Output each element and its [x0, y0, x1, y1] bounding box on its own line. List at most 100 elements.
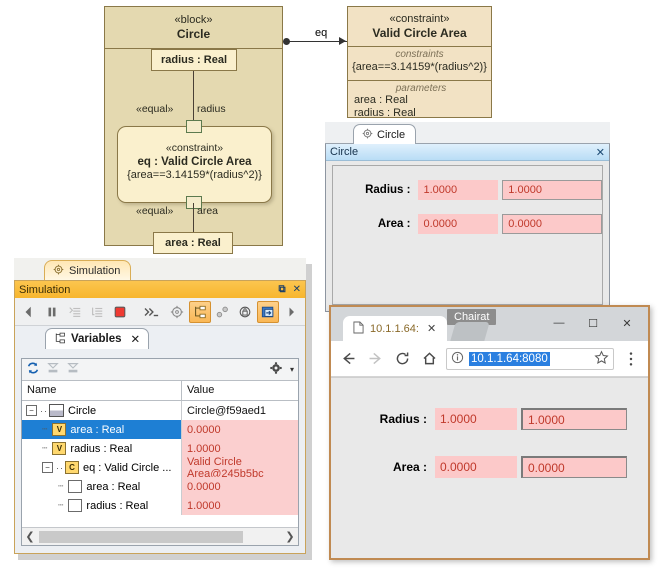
expand-all-icon[interactable] — [66, 361, 80, 378]
menu-icon[interactable] — [621, 349, 641, 369]
variable-value-cell[interactable]: Circle@f59aed1 — [187, 404, 267, 417]
options-dropdown-icon[interactable]: ▾ — [289, 365, 294, 374]
home-icon[interactable] — [419, 349, 439, 369]
column-header-name: Name — [22, 381, 182, 400]
connector-area-line — [193, 203, 194, 232]
page-area-input[interactable]: 0.0000 — [521, 456, 627, 478]
collapse-all-icon[interactable] — [46, 361, 60, 378]
circle-panel-window: Circle Circle ✕ Radius : 1.0000 1.0000 A… — [325, 122, 610, 312]
scroll-left-icon[interactable]: ❮ — [25, 531, 35, 543]
user-badge[interactable]: Chairat — [447, 309, 497, 325]
variable-value-cell[interactable]: 1.0000 — [182, 439, 298, 458]
step-back-icon[interactable] — [18, 301, 40, 323]
circle-panel-body: Circle ✕ Radius : 1.0000 1.0000 Area : 0… — [325, 144, 610, 312]
address-bar[interactable]: 10.1.1.64:8080 — [446, 347, 614, 370]
table-row[interactable]: −·· Circle Circle@f59aed1 — [22, 401, 298, 420]
trace-icon[interactable] — [212, 301, 234, 323]
parameter-radius: radius : Real — [354, 106, 416, 119]
radius-input[interactable]: 1.0000 — [502, 180, 602, 200]
step-into-icon[interactable] — [64, 301, 86, 323]
forward-icon — [365, 349, 385, 369]
close-icon[interactable]: ✕ — [595, 146, 605, 159]
pause-icon[interactable] — [41, 301, 63, 323]
sysml-diagram: «block» Circle radius : Real «equal» rad… — [104, 6, 492, 254]
parameter-area: area : Real — [354, 94, 408, 106]
tree-connector: ·· — [40, 405, 48, 416]
stop-icon[interactable] — [109, 301, 131, 323]
site-info-icon[interactable] — [451, 351, 464, 367]
variable-name: area : Real — [86, 480, 141, 493]
step-over-icon[interactable] — [87, 301, 109, 323]
expander-icon[interactable]: − — [26, 405, 37, 416]
variable-value-cell[interactable]: 1.0000 — [182, 496, 298, 515]
maximize-icon[interactable]: ☐ — [588, 317, 598, 330]
maximize-icon[interactable]: ⧉ — [278, 284, 286, 295]
connector-eq-label: eq — [315, 27, 328, 39]
refresh-icon[interactable] — [26, 361, 40, 378]
area-input[interactable]: 0.0000 — [502, 214, 602, 234]
close-icon[interactable]: ✕ — [622, 317, 632, 330]
show-structure-icon[interactable] — [188, 300, 211, 323]
tab-circle[interactable]: Circle — [353, 124, 417, 145]
tree-connector: ┄ — [42, 443, 49, 453]
value-property-icon: V — [52, 423, 67, 436]
connector-eq-arrow — [339, 37, 346, 45]
horizontal-scrollbar[interactable]: ❮ ❯ — [22, 527, 298, 545]
variable-value-cell[interactable]: 0.0000 — [182, 477, 298, 496]
page-area-label: Area : — [392, 460, 427, 474]
variable-value-cell[interactable]: 0.0000 — [182, 420, 298, 439]
new-tab-placeholder[interactable] — [450, 322, 490, 341]
port-radius-in[interactable] — [186, 120, 202, 133]
variables-table-header: Name Value — [22, 381, 298, 401]
port-area-out[interactable] — [186, 196, 202, 209]
edge-area-label: area — [197, 205, 219, 217]
tab-close-icon[interactable]: ✕ — [426, 323, 437, 335]
constraints-compartment: constraints {area==3.14159*(radius^2)} — [348, 47, 491, 81]
parameters-compartment: parameters area : Real radius : Real — [348, 81, 491, 119]
browser-titlebar: Chairat — ☐ ✕ 10.1.1.64: ✕ — [331, 307, 648, 341]
back-icon[interactable] — [338, 349, 358, 369]
inner-constraint-stereotype: «constraint» — [165, 142, 224, 154]
variable-name: radius : Real — [70, 442, 133, 455]
browser-tab[interactable]: 10.1.1.64: ✕ — [343, 316, 447, 341]
property-radius[interactable]: radius : Real — [151, 49, 237, 71]
minimize-icon[interactable]: — — [553, 317, 565, 329]
browser-page-content: Radius : 1.0000 1.0000 Area : 0.0000 0.0… — [331, 377, 648, 558]
scroll-right-icon[interactable]: ❯ — [285, 531, 295, 543]
url-text[interactable]: 10.1.1.64:8080 — [469, 351, 550, 366]
variable-name-cell: ┄radius : Real — [22, 496, 182, 515]
block-circle[interactable]: «block» Circle radius : Real «equal» rad… — [104, 6, 283, 254]
variable-value-cell[interactable]: Valid Circle Area@245b5bc — [182, 456, 298, 480]
expander-icon[interactable]: − — [42, 462, 53, 473]
scrollbar-thumb[interactable] — [39, 530, 243, 543]
tab-simulation[interactable]: Simulation — [44, 260, 132, 280]
bookmark-star-icon[interactable] — [594, 349, 609, 368]
property-area[interactable]: area : Real — [153, 232, 233, 254]
inner-constraint-block[interactable]: «constraint» eq : Valid Circle Area {are… — [117, 120, 272, 209]
tab-variables[interactable]: Variables ✕ — [45, 328, 150, 349]
expand-right-icon[interactable] — [280, 301, 302, 323]
console-icon[interactable] — [139, 301, 165, 323]
reload-icon[interactable] — [392, 349, 412, 369]
constraints-section-label: constraints — [395, 49, 444, 60]
variable-name: Circle — [68, 404, 97, 417]
constraint-block-valid-circle-area[interactable]: «constraint» Valid Circle Area constrain… — [347, 6, 492, 119]
variable-name: area : Real — [70, 423, 125, 436]
close-icon[interactable]: ✕ — [292, 284, 301, 295]
tab-variables-close-icon[interactable]: ✕ — [130, 334, 141, 346]
page-radius-input[interactable]: 1.0000 — [521, 408, 627, 430]
tree-connector: ·· — [56, 462, 64, 473]
lock-icon[interactable] — [235, 301, 257, 323]
options-gear-icon[interactable] — [269, 361, 283, 378]
page-row-radius: Radius : 1.0000 1.0000 — [357, 408, 648, 430]
settings-gear-icon[interactable] — [166, 301, 188, 323]
open-ui-icon[interactable] — [257, 300, 280, 323]
